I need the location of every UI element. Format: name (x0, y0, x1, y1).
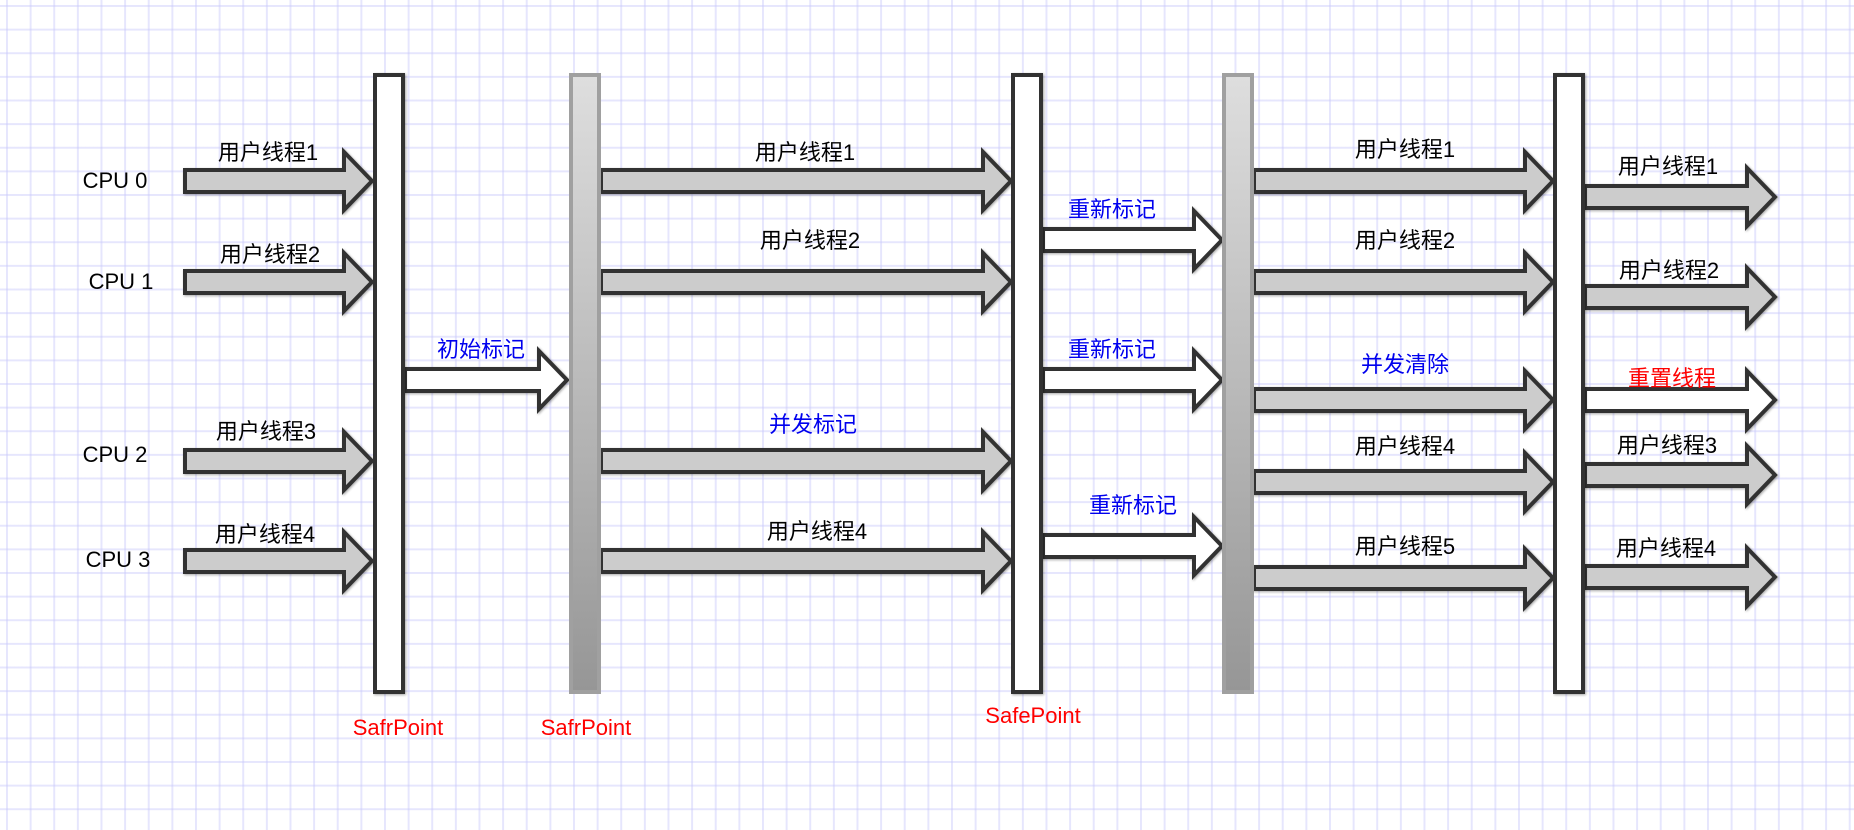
arrow-reset-3 (1583, 441, 1778, 509)
safepoint-label-3: SafePoint (985, 703, 1081, 728)
arrow-reset-0 (1583, 163, 1778, 231)
arrow-label-reset-thread2: 用户线程2 (1618, 258, 1720, 283)
arrow-label-csweep-thread5: 用户线程5 (1354, 534, 1456, 559)
arrow-label-remark-3: 重新标记 (1088, 493, 1178, 518)
arrow-remark-0 (1041, 206, 1225, 274)
arrow-concurrent-mark-3 (599, 527, 1014, 595)
arrow-label-running-thread3: 用户线程3 (215, 419, 317, 444)
arrow-running-2 (183, 427, 375, 495)
arrow-label-reset-thread1: 用户线程1 (1617, 154, 1719, 179)
safepoint-barrier-1 (373, 73, 405, 694)
arrow-label-reset-thread: 重置线程 (1627, 366, 1717, 391)
arrow-concurrent-sweep-2 (1252, 366, 1556, 434)
arrow-reset-4 (1583, 543, 1778, 611)
arrow-concurrent-mark-1 (599, 248, 1014, 316)
safepoint-label-1: SafrPoint (352, 715, 444, 740)
cpu-label-2: CPU 2 (82, 442, 148, 467)
arrow-reset-2 (1583, 366, 1778, 434)
arrow-initial-mark-0 (403, 346, 570, 414)
arrow-label-running-thread1: 用户线程1 (217, 140, 319, 165)
arrow-label-csweep-thread4: 用户线程4 (1354, 434, 1456, 459)
arrow-label-concurrent-mark: 并发标记 (768, 412, 858, 437)
safepoint-label-2: SafrPoint (540, 715, 632, 740)
arrow-running-0 (183, 147, 375, 215)
arrow-concurrent-sweep-0 (1252, 147, 1556, 215)
arrow-label-remark-1: 重新标记 (1067, 197, 1157, 222)
cpu-label-1: CPU 1 (88, 269, 154, 294)
arrow-concurrent-mark-2 (599, 427, 1014, 495)
arrow-label-cmark-thread1: 用户线程1 (754, 140, 856, 165)
arrow-label-cmark-thread4: 用户线程4 (766, 519, 868, 544)
arrow-label-running-thread2: 用户线程2 (219, 242, 321, 267)
safepoint-barrier-5 (1553, 73, 1585, 694)
arrow-concurrent-sweep-1 (1252, 248, 1556, 316)
arrow-label-initial-mark: 初始标记 (436, 337, 526, 362)
arrow-label-concurrent-sweep: 并发清除 (1360, 352, 1450, 377)
cpu-label-0: CPU 0 (82, 168, 148, 193)
cpu-label-3: CPU 3 (85, 547, 151, 572)
arrow-concurrent-sweep-4 (1252, 544, 1556, 612)
arrow-label-csweep-thread1: 用户线程1 (1354, 137, 1456, 162)
arrow-remark-1 (1041, 346, 1225, 414)
arrow-label-reset-thread3: 用户线程3 (1616, 433, 1718, 458)
safepoint-barrier-2 (569, 73, 601, 694)
safepoint-barrier-4 (1222, 73, 1254, 694)
arrow-label-remark-2: 重新标记 (1067, 337, 1157, 362)
arrow-label-reset-thread4: 用户线程4 (1615, 536, 1717, 561)
arrow-reset-1 (1583, 263, 1778, 331)
safepoint-barrier-3 (1011, 73, 1043, 694)
arrows-layer (183, 147, 1778, 612)
arrow-remark-2 (1041, 512, 1225, 580)
arrow-running-3 (183, 527, 375, 595)
barriers-layer (373, 73, 1585, 694)
arrow-concurrent-mark-0 (599, 147, 1014, 215)
arrow-label-cmark-thread2: 用户线程2 (759, 228, 861, 253)
arrow-label-csweep-thread2: 用户线程2 (1354, 228, 1456, 253)
arrow-concurrent-sweep-3 (1252, 448, 1556, 516)
arrow-running-1 (183, 248, 375, 316)
arrow-label-running-thread4: 用户线程4 (214, 522, 316, 547)
